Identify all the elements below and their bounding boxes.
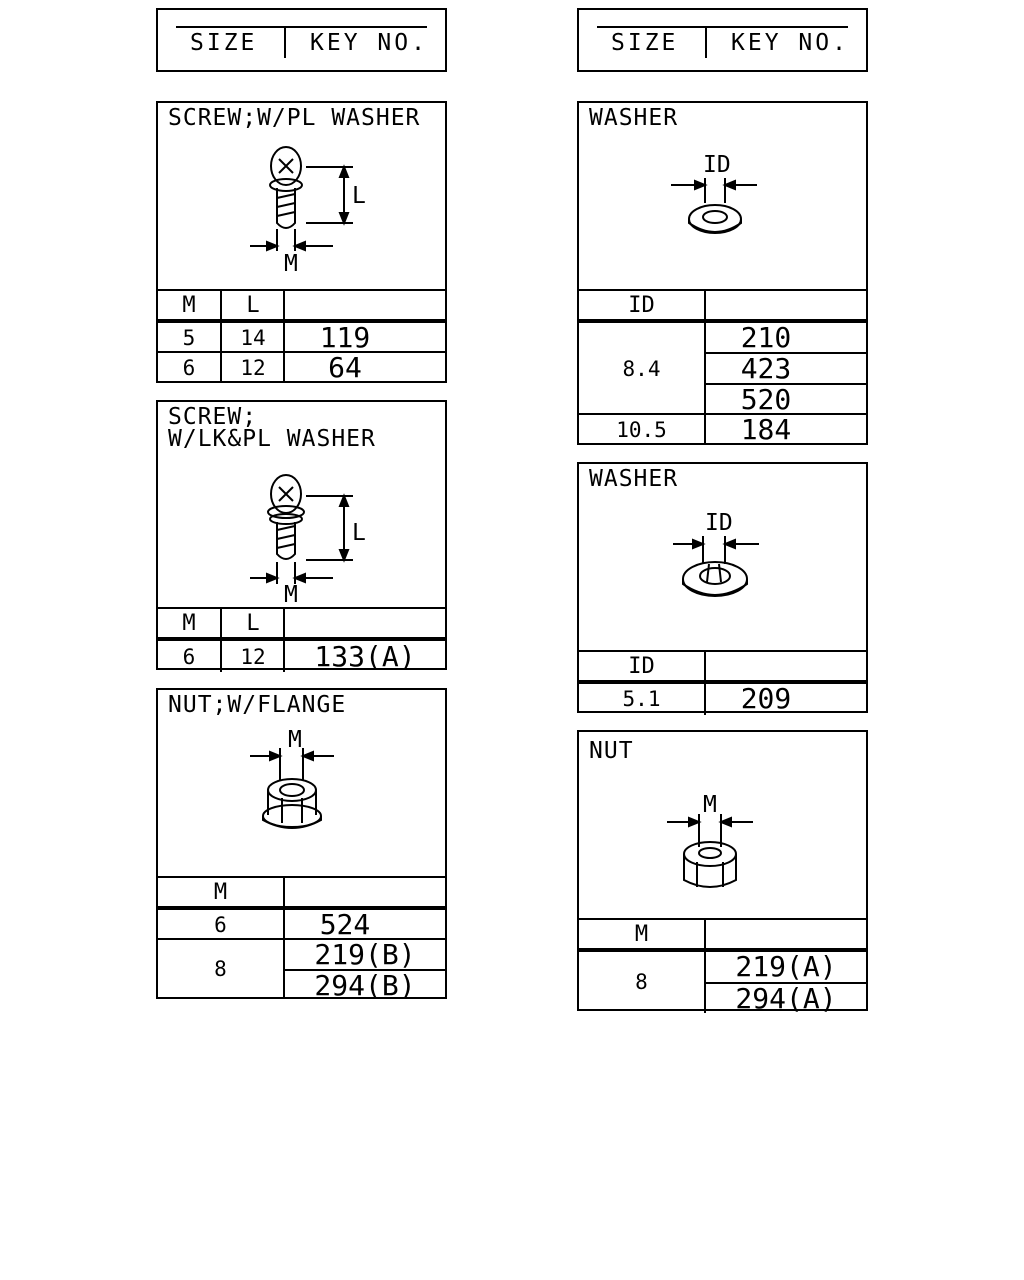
part-nut: NUT M M 8 219(A) 294(A) bbox=[577, 730, 868, 1015]
table-row: 8 219(B) 294(B) bbox=[158, 938, 445, 1002]
table-header: ID bbox=[579, 289, 866, 321]
dim-id-label: ID bbox=[703, 152, 731, 178]
col-id-header: ID bbox=[628, 293, 655, 318]
legend-divider bbox=[284, 28, 286, 58]
cell-id: 10.5 bbox=[616, 418, 667, 442]
table-header: ID bbox=[579, 650, 866, 682]
table-row: 5.1 209 bbox=[579, 680, 866, 715]
legend-key-label: KEY NO. bbox=[310, 30, 428, 56]
part-title-line1: SCREW; bbox=[168, 404, 258, 430]
cell-key: 133(A) bbox=[314, 640, 416, 673]
legend-divider bbox=[705, 28, 707, 58]
legend-key-label: KEY NO. bbox=[731, 30, 849, 56]
cell-m: 5 bbox=[182, 326, 196, 350]
cell-key: 423 bbox=[740, 352, 792, 385]
cell-id: 8.4 bbox=[622, 357, 661, 381]
legend-box-left: SIZE KEY NO. bbox=[156, 8, 447, 72]
part-washer-2: WASHER ID ID 5.1 209 bbox=[577, 462, 868, 715]
table-row: 8.4 210 423 520 bbox=[579, 319, 866, 416]
dim-l-label: L bbox=[352, 520, 366, 546]
legend-rule bbox=[176, 26, 427, 28]
part-screw-lk-pl-washer: SCREW; W/LK&PL WASHER L M M L 6 12 133(A… bbox=[156, 400, 447, 673]
cell-key: 219(B) bbox=[314, 938, 416, 971]
table-row: 10.5 184 bbox=[579, 413, 866, 446]
col-m-header: M bbox=[182, 611, 196, 636]
col-id-header: ID bbox=[628, 654, 655, 679]
legend-box-right: SIZE KEY NO. bbox=[577, 8, 868, 72]
col-l-header: L bbox=[246, 611, 260, 636]
table-row: 6 524 bbox=[158, 906, 445, 941]
cell-key: 119 bbox=[319, 321, 371, 354]
cell-l: 14 bbox=[240, 326, 266, 350]
dim-m-label: M bbox=[703, 792, 717, 818]
part-title: SCREW;W/PL WASHER bbox=[168, 105, 421, 131]
cell-key: 184 bbox=[740, 413, 792, 446]
part-washer-1: WASHER ID ID 8.4 210 423 520 10.5 184 bbox=[577, 101, 868, 446]
col-l-header: L bbox=[246, 293, 260, 318]
table-header: M bbox=[579, 918, 866, 950]
cell-id: 5.1 bbox=[622, 687, 661, 711]
table-header: M bbox=[158, 876, 445, 908]
part-title: NUT bbox=[589, 738, 634, 764]
flange-nut-drawing: M bbox=[250, 727, 334, 829]
part-title-line2: W/LK&PL WASHER bbox=[168, 426, 376, 452]
table-row: 6 12 133(A) bbox=[158, 637, 445, 673]
cell-key: 209 bbox=[740, 682, 792, 715]
col-m-header: M bbox=[213, 880, 228, 905]
col-m-header: M bbox=[634, 922, 649, 947]
cell-key: 64 bbox=[328, 351, 362, 384]
dim-m-label: M bbox=[284, 251, 298, 277]
table-row: 8 219(A) 294(A) bbox=[579, 948, 866, 1015]
cell-key: 524 bbox=[319, 908, 371, 941]
cell-m: 8 bbox=[214, 957, 227, 981]
part-title: WASHER bbox=[589, 466, 679, 492]
part-nut-flange: NUT;W/FLANGE M M 6 524 8 219(B) 294(B) bbox=[156, 688, 447, 1002]
dim-m-label: M bbox=[288, 727, 302, 753]
table-header: M L bbox=[158, 607, 445, 639]
washer-drawing: ID bbox=[671, 152, 757, 234]
cell-l: 12 bbox=[240, 356, 266, 380]
part-title: WASHER bbox=[589, 105, 679, 131]
legend-rule bbox=[597, 26, 848, 28]
cell-key: 219(A) bbox=[735, 950, 837, 983]
table-header: M L bbox=[158, 289, 445, 321]
table-row: 5 14 119 bbox=[158, 319, 445, 354]
cell-l: 12 bbox=[240, 645, 266, 669]
part-screw-pl-washer: SCREW;W/PL WASHER L M M L 5 14 119 6 12 … bbox=[156, 101, 447, 384]
dim-m-label: M bbox=[284, 582, 298, 607]
cell-key: 294(A) bbox=[735, 982, 837, 1015]
screw-lock-washer-drawing: L M bbox=[250, 474, 366, 607]
nut-drawing: M bbox=[667, 792, 753, 888]
cell-m: 6 bbox=[182, 645, 196, 669]
legend-size-label: SIZE bbox=[611, 30, 679, 56]
cell-m: 6 bbox=[214, 913, 227, 937]
legend-size-label: SIZE bbox=[190, 30, 258, 56]
cell-key: 294(B) bbox=[314, 969, 416, 1002]
lock-washer-drawing: ID bbox=[673, 510, 759, 597]
dim-l-label: L bbox=[352, 183, 366, 209]
part-title: NUT;W/FLANGE bbox=[168, 692, 347, 718]
cell-key: 520 bbox=[740, 383, 792, 416]
cell-m: 8 bbox=[635, 970, 648, 994]
col-m-header: M bbox=[182, 293, 196, 318]
dim-id-label: ID bbox=[705, 510, 733, 536]
screw-washer-drawing: L M bbox=[250, 146, 366, 277]
table-row: 6 12 64 bbox=[158, 351, 445, 384]
cell-m: 6 bbox=[182, 356, 196, 380]
cell-key: 210 bbox=[740, 321, 792, 354]
